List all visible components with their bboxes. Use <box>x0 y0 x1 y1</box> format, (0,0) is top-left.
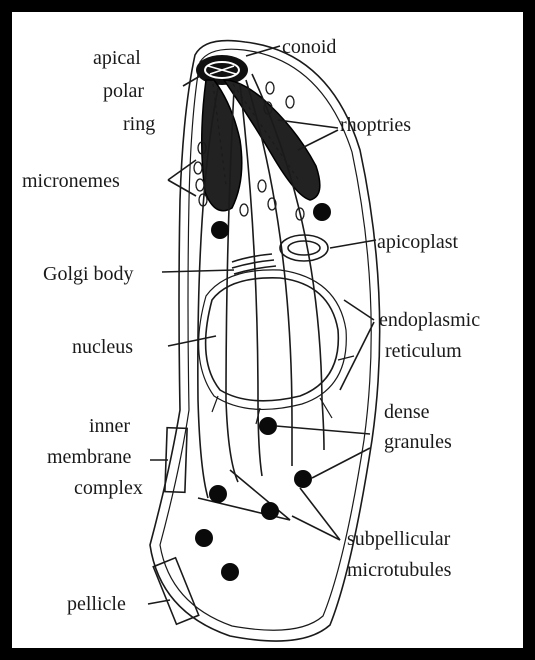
label-ring: ring <box>123 113 155 135</box>
label-golgi-body: Golgi body <box>43 263 134 285</box>
label-polar: polar <box>103 80 144 102</box>
leader-golgi <box>162 270 234 272</box>
leader-micronemes-2 <box>168 180 196 196</box>
leader-rhoptries-2 <box>298 130 338 150</box>
leader-microtubules-2 <box>300 488 340 540</box>
label-nucleus: nucleus <box>72 336 133 358</box>
label-pellicle: pellicle <box>67 593 126 615</box>
label-rhoptries: rhoptries <box>340 114 411 136</box>
leader-nucleus <box>168 336 216 346</box>
label-complex: complex <box>74 477 143 499</box>
label-membrane: membrane <box>47 446 132 468</box>
conoid-structure <box>196 55 248 85</box>
leader-microtubules-1 <box>292 516 340 540</box>
label-apicoplast: apicoplast <box>377 231 459 253</box>
label-subpellicular: subpellicular <box>347 528 451 550</box>
label-reticulum: reticulum <box>385 340 462 362</box>
leader-er-1 <box>344 300 374 320</box>
nucleus-shape <box>199 270 354 424</box>
label-conoid: conoid <box>282 36 336 58</box>
dense-granules-dots <box>195 203 331 581</box>
inner-membrane-complex-box <box>165 428 187 493</box>
label-inner: inner <box>89 415 130 437</box>
leader-apicoplast <box>330 240 376 248</box>
label-apical: apical <box>93 47 141 69</box>
label-granules: granules <box>384 431 452 453</box>
apicoplast-shape <box>280 235 328 261</box>
label-dense: dense <box>384 401 430 423</box>
pellicle-box <box>153 558 198 624</box>
label-endoplasmic: endoplasmic <box>379 309 480 331</box>
label-microtubules: microtubules <box>347 559 452 581</box>
label-micronemes: micronemes <box>22 170 120 192</box>
leader-dense-2 <box>312 448 370 478</box>
rhoptry-left <box>202 80 242 211</box>
